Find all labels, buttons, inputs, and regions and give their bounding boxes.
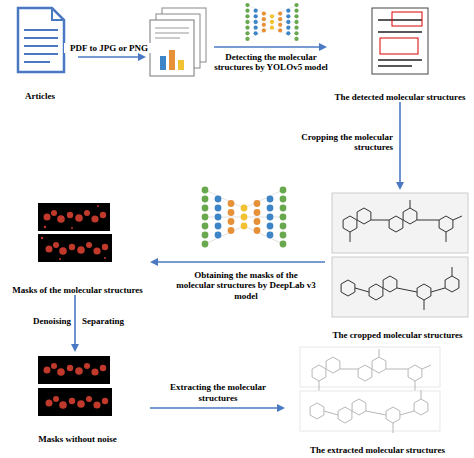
extracted-structure-image — [300, 347, 440, 433]
cropped-structure-image — [332, 193, 468, 317]
figure-node: The extracted molecular structures — [285, 344, 470, 455]
figure-node: Masks without noise — [5, 352, 150, 444]
figure-node: Articles — [5, 5, 75, 101]
figure-node: The cropped molecular structures — [325, 190, 470, 340]
image-stack-icon — [150, 8, 206, 76]
clean-mask-image — [38, 356, 112, 416]
edge-label: Obtaining the masks of the molecular str… — [175, 270, 317, 301]
node-caption: Articles — [25, 91, 55, 101]
neural-network-icon — [202, 187, 287, 248]
figure-node: The detected molecular structures — [330, 5, 470, 102]
edge-label: Extracting the molecular structures — [153, 382, 283, 403]
figure-node: Masks of the molecular structures — [5, 200, 150, 295]
step-label: Separating — [81, 316, 147, 326]
flow-arrow — [71, 295, 79, 352]
node-caption: The extracted molecular structures — [310, 445, 445, 455]
neural-network-icon — [245, 3, 298, 41]
edge-label: Cropping the molecular structures — [286, 132, 394, 153]
node-caption: The cropped molecular structures — [332, 330, 462, 340]
node-caption: Masks without noise — [38, 434, 117, 444]
detected-document-icon — [372, 8, 428, 74]
step-label: Denoising — [6, 316, 72, 326]
node-caption: Masks of the molecular structures — [12, 285, 143, 295]
flow-arrow — [150, 404, 285, 412]
step-label: Detecting the molecular structures by YO… — [212, 52, 330, 73]
flow-arrow — [396, 102, 404, 190]
mask-image — [38, 203, 112, 262]
step-label: PDF to JPG or PNG — [64, 43, 154, 53]
node-caption: The detected molecular structures — [335, 92, 466, 102]
document-icon — [18, 8, 64, 72]
flow-arrow — [150, 258, 325, 266]
